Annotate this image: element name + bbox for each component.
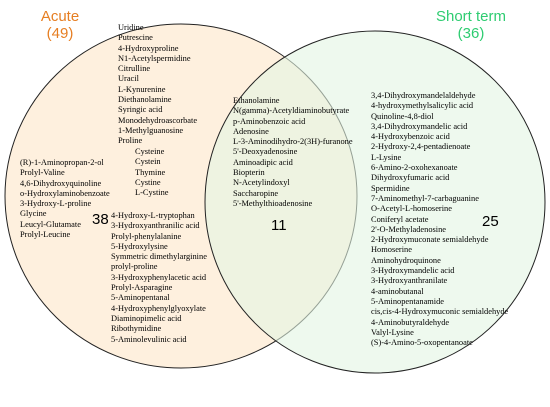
metabolite-label: Prolyl-phenylalanine [111, 231, 182, 241]
metabolite-label: 5-Aminolevulinic acid [111, 334, 187, 344]
metabolite-label: O-Acetyl-L-homoserine [371, 204, 452, 214]
metabolite-label: 4-aminobutanal [371, 286, 424, 296]
metabolite-label: Dihydroxyfumaric acid [371, 173, 450, 183]
metabolite-label: Aminohydroquinone [371, 255, 441, 265]
metabolite-label: 3,4-Dihydroxymandelic acid [371, 121, 468, 131]
metabolite-label: 5'-Methylthioadenosine [233, 198, 313, 208]
metabolite-label: 4,6-Dihydroxyquinoline [20, 178, 102, 188]
metabolite-label: cis,cis-4-Hydroxymuconic semialdehyde [371, 307, 509, 317]
metabolite-label: N(gamma)-Acetyldiaminobutyrate [233, 106, 350, 116]
metabolite-label: 3-Hydroxyanthranilic acid [111, 221, 200, 231]
metabolite-label: 2-Hydroxymuconate semialdehyde [371, 235, 489, 245]
acute-title: Acute (49) [20, 8, 100, 42]
metabolite-label: 1-Methylguanosine [118, 125, 184, 135]
metabolite-label: N1-Acetylspermidine [118, 53, 191, 63]
metabolite-label: L-Lysine [371, 152, 402, 162]
metabolite-label: Diethanolamine [118, 95, 172, 105]
metabolite-label: 5-Aminopentanamide [371, 296, 445, 306]
metabolite-label: p-Aminobenzoic acid [233, 116, 306, 126]
metabolite-label: 5'-Deoxyadenosine [233, 147, 298, 157]
metabolite-label: prolyl-proline [111, 262, 158, 272]
acute-title-label: Acute [40, 8, 80, 25]
metabolite-label: L-3-Aminodihydro-2(3H)-furanone [233, 137, 353, 147]
metabolite-label: 6-Amino-2-oxohexanoate [371, 163, 458, 173]
metabolite-label: (S)-4-Amino-5-oxopentanoate [371, 338, 473, 348]
metabolite-label: 4-Hydroxyphenylglyoxylate [111, 303, 206, 313]
metabolite-label: Glycine [20, 209, 47, 219]
metabolite-label: Leucyl-Glutamate [20, 219, 81, 229]
metabolite-label: 4-Aminobutyraldehyde [371, 317, 450, 327]
metabolite-label: 4-Hydroxybenzoic acid [371, 132, 450, 142]
metabolite-label: 2-Hydroxy-2,4-pentadienoate [371, 142, 471, 152]
acute-only-count: 38 [92, 211, 109, 228]
metabolite-label: 3-Hydroxy-L-proline [20, 199, 92, 209]
metabolite-label: Biopterin [233, 168, 265, 178]
metabolite-label: Thymine [135, 167, 166, 177]
metabolite-label: L-Kynurenine [118, 84, 166, 94]
metabolite-label: Citrulline [118, 64, 151, 74]
short-term-circle [204, 30, 546, 374]
metabolite-label: 4-Hydroxyproline [118, 43, 179, 53]
metabolite-label: Aminoadipic acid [233, 157, 293, 167]
acute-total-count: (49) [46, 25, 74, 42]
metabolite-label: Prolyl-Valine [20, 168, 65, 178]
metabolite-label: Valyl-Lysine [371, 327, 414, 337]
metabolite-label: o-Hydroxylaminobenzoate [20, 188, 110, 198]
metabolite-label: 3-Hydroxymandelic acid [371, 266, 455, 276]
overlap-count: 11 [271, 217, 287, 234]
metabolite-label: Prolyl-Leucine [20, 230, 71, 240]
metabolite-label: Monodehydroascorbate [118, 115, 198, 125]
metabolite-label: Homoserine [371, 245, 412, 255]
metabolite-label: 7-Aminomethyl-7-carbaguanine [371, 193, 479, 203]
metabolite-label: Syringic acid [118, 105, 163, 115]
metabolite-label: 3-Hydroxyanthranilate [371, 276, 448, 286]
metabolite-label: L-Cystine [135, 188, 169, 198]
metabolite-label: 5-Hydroxylysine [111, 241, 168, 251]
metabolite-label: Ethanolamine [233, 96, 280, 105]
metabolite-label: Cystine [135, 177, 161, 187]
metabolite-label: Uracil [118, 74, 139, 84]
metabolite-label: Putrescine [118, 33, 153, 43]
short-term-total-count: (36) [457, 25, 485, 42]
metabolite-label: (R)-1-Aminopropan-2-ol [20, 158, 104, 167]
short-term-only-count: 25 [482, 213, 499, 230]
metabolite-label: Quinoline-4,8-diol [371, 111, 434, 121]
short-term-title: Short term (36) [416, 8, 526, 42]
metabolite-label: Symmetric dimethylarginine [111, 252, 207, 262]
short-term-title-label: Short term [435, 8, 507, 25]
metabolite-label: 3,4-Dihydroxymandelaldehyde [371, 91, 476, 100]
metabolite-label: 5-Aminopentanal [111, 293, 170, 303]
metabolite-label: Proline [118, 136, 143, 146]
metabolite-label: 3-Hydroxyphenylacetic acid [111, 272, 207, 282]
metabolite-label: Cysteine [135, 147, 165, 156]
metabolite-label: Coniferyl acetate [371, 214, 429, 224]
metabolite-label: Saccharopine [233, 188, 279, 198]
metabolite-label: Cystein [135, 157, 161, 167]
metabolite-label: Prolyl-Asparagine [111, 283, 173, 293]
metabolite-label: 2'-O-Methyladenosine [371, 224, 447, 234]
metabolite-label: Spermidine [371, 183, 410, 193]
metabolite-label: N-Acetylindoxyl [233, 178, 290, 188]
metabolite-label: Ribothymidine [111, 324, 162, 334]
metabolite-label: 4-hydroxymethylsalicylic acid [371, 101, 474, 111]
metabolite-label: Adenosine [233, 126, 269, 136]
metabolite-label: 4-Hydroxy-L-tryptophan [111, 211, 195, 220]
metabolite-label: Diaminopimelic acid [111, 313, 182, 323]
metabolite-label: Uridine [118, 23, 144, 32]
